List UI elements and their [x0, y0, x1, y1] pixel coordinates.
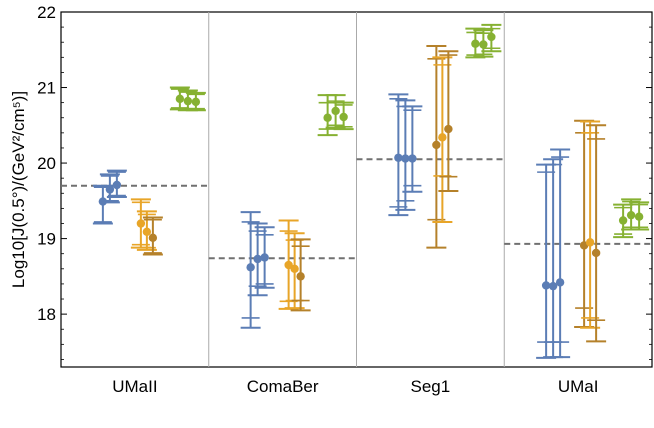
- data-point: [290, 264, 299, 274]
- errorbar-point: [586, 124, 607, 343]
- data-point: [148, 233, 158, 243]
- y-tick-label: 20: [37, 154, 56, 173]
- data-point: [438, 133, 447, 142]
- data-point: [471, 39, 480, 48]
- x-category-label: Seg1: [411, 377, 451, 396]
- data-point: [548, 281, 558, 291]
- data-point: [253, 254, 262, 264]
- data-point: [432, 140, 441, 150]
- data-point: [479, 40, 488, 49]
- data-point: [142, 227, 152, 236]
- errorbar-point: [402, 105, 423, 193]
- data-point: [323, 113, 332, 122]
- data-point: [246, 263, 255, 272]
- data-point: [183, 96, 193, 106]
- y-tick-label: 21: [37, 79, 56, 98]
- data-point: [112, 180, 122, 190]
- errorbar-point: [550, 148, 571, 359]
- errorbar-point: [629, 201, 650, 231]
- data-point: [634, 212, 644, 221]
- data-point: [191, 97, 201, 107]
- errorbar-point: [142, 216, 163, 256]
- errorbar-point: [290, 238, 311, 312]
- x-category-label: ComaBer: [247, 377, 319, 396]
- data-point: [331, 106, 340, 116]
- data-point: [408, 154, 417, 163]
- errorbar-point: [254, 226, 275, 289]
- y-tick-label: 22: [37, 3, 56, 22]
- errorbar-point: [481, 23, 502, 53]
- text-layer: Log10[J(0.5°)/(GeV²/cm⁵)] 18 19 20 21 22UMaI…: [9, 3, 598, 396]
- data-point: [555, 278, 565, 287]
- data-point: [487, 32, 496, 42]
- y-tick-label: 18: [37, 305, 56, 324]
- data-point: [136, 219, 146, 228]
- errorbar-point: [426, 44, 447, 249]
- data-point: [260, 253, 269, 262]
- errorbar-point: [388, 93, 409, 217]
- errorbar-point: [580, 120, 601, 329]
- data-point: [394, 153, 403, 162]
- data-point: [541, 281, 551, 290]
- marks-layer: [61, 23, 652, 359]
- data-point: [444, 124, 453, 134]
- data-point: [591, 248, 601, 258]
- data-point: [284, 260, 293, 270]
- data-point: [626, 210, 636, 220]
- y-axis-label: Log10[J(0.5°)/(GeV²/cm⁵)]: [9, 91, 28, 288]
- data-point: [618, 216, 628, 225]
- errorbar-point: [106, 169, 127, 199]
- data-point: [175, 94, 185, 104]
- data-point: [105, 185, 115, 194]
- errorbar-point: [438, 50, 459, 193]
- errorbar-point: [185, 91, 206, 112]
- data-point: [296, 272, 305, 281]
- data-point: [401, 154, 410, 163]
- y-tick-label: 19: [37, 230, 56, 249]
- data-point: [585, 238, 595, 247]
- x-category-label: UMaI: [558, 377, 599, 396]
- data-point: [339, 112, 348, 122]
- errorbar-point: [333, 101, 354, 131]
- errorbar-point: [613, 203, 634, 239]
- x-category-label: UMaII: [112, 377, 157, 396]
- axes-layer: [60, 11, 653, 368]
